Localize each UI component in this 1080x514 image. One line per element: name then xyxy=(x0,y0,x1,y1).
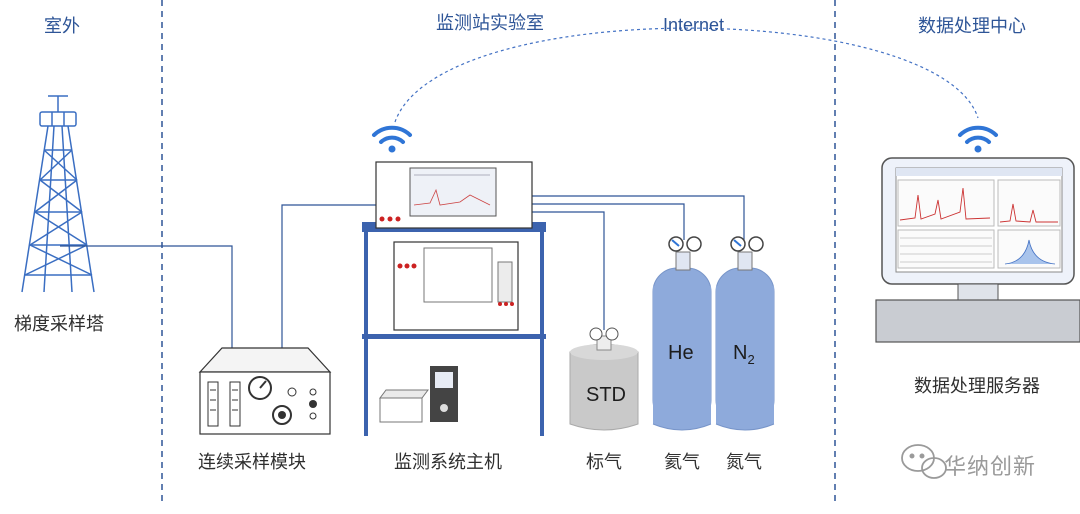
module-host-line xyxy=(281,204,376,350)
n2-cylinder-icon xyxy=(715,236,775,431)
zone-title-outdoor: 室外 xyxy=(44,16,80,37)
sampling-tower-icon xyxy=(21,95,95,293)
sampling-module-icon xyxy=(198,347,332,435)
host-label: 监测系统主机 xyxy=(394,452,502,473)
wechat-icon xyxy=(901,444,947,479)
he-gas-label: 氦气 xyxy=(664,452,700,473)
sampling-module-label: 连续采样模块 xyxy=(198,452,306,473)
std-cylinder-text: STD xyxy=(586,384,626,406)
host-std-line xyxy=(532,211,605,330)
tower-label: 梯度采样塔 xyxy=(14,314,104,335)
server-monitor-icon xyxy=(875,157,1080,343)
n2-gas-label: 氮气 xyxy=(726,452,762,473)
he-cylinder-icon xyxy=(652,236,712,431)
n2-subscript: 2 xyxy=(747,352,755,367)
tower-sample-line xyxy=(60,245,233,350)
watermark-text: 华纳创新 xyxy=(944,455,1037,480)
std-cylinder-icon xyxy=(569,327,639,431)
zone-title-data-center: 数据处理中心 xyxy=(918,16,1026,37)
he-cylinder-text: He xyxy=(668,342,694,364)
host-n2-line xyxy=(532,195,745,240)
server-label: 数据处理服务器 xyxy=(914,376,1040,397)
host-cabinet-icon xyxy=(362,161,546,436)
wifi-icon xyxy=(372,125,412,153)
internet-link-arc xyxy=(394,27,979,123)
std-gas-label: 标气 xyxy=(586,452,622,473)
internet-label: Internet xyxy=(663,15,725,35)
wifi-icon xyxy=(958,125,998,153)
zone-title-lab: 监测站实验室 xyxy=(436,13,544,34)
n2-base-text: N xyxy=(733,342,748,364)
n2-cylinder-text: N2 xyxy=(733,342,755,367)
host-he-line xyxy=(532,203,685,240)
